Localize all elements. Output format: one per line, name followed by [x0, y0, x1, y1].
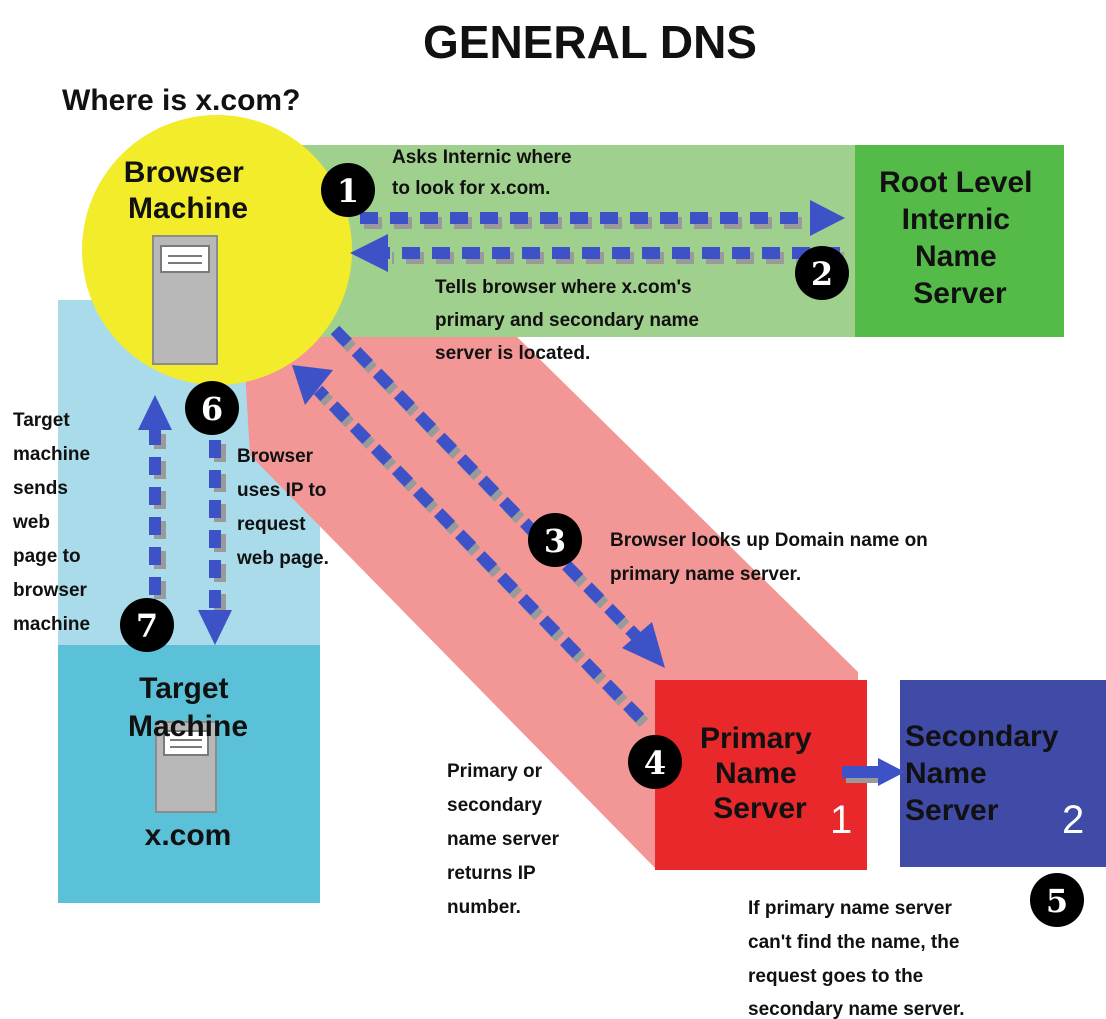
- step-1-caption: Asks Internic where to look for x.com.: [392, 147, 577, 199]
- arrow-root-to-browser: [350, 234, 844, 272]
- step-badge-1: 1: [321, 163, 375, 217]
- step-badge-6: 6: [185, 381, 239, 435]
- target-computer-icon: [155, 721, 217, 813]
- step-badge-7: 7: [120, 598, 174, 652]
- arrow-target-to-browser: [138, 395, 172, 599]
- root-server-label: Root Level Internic Name Server: [879, 166, 1041, 310]
- step-7-caption: Target machine sends web page to browser…: [12, 410, 95, 635]
- step-badge-2: 2: [795, 246, 849, 300]
- svg-text:1: 1: [337, 172, 359, 210]
- target-domain-label: x.com: [145, 819, 232, 852]
- arrow-browser-to-primary: [330, 325, 665, 668]
- step-2-caption: Tells browser where x.com's primary and …: [435, 277, 704, 364]
- step-6-caption: Browser uses IP to request web page.: [236, 446, 332, 569]
- arrow-primary-to-secondary: [842, 758, 905, 786]
- svg-text:7: 7: [136, 607, 158, 645]
- svg-text:2: 2: [811, 255, 833, 293]
- secondary-server-number: 2: [1062, 798, 1084, 842]
- question-text: Where is x.com?: [62, 84, 300, 117]
- arrow-browser-to-root: [360, 200, 845, 236]
- arrow-primary-to-browser: [292, 365, 649, 728]
- step-4-caption: Primary or secondary name server returns…: [447, 761, 564, 918]
- secondary-server-label: Secondary Name Server: [905, 720, 1067, 827]
- svg-text:5: 5: [1046, 882, 1068, 920]
- root-band: [300, 145, 856, 337]
- root-name-server-box: [855, 145, 1064, 337]
- step-badge-5: 5: [1030, 873, 1084, 927]
- browser-machine-label: Browser Machine: [124, 156, 252, 225]
- arrow-browser-to-target: [198, 440, 232, 645]
- svg-text:3: 3: [544, 522, 566, 560]
- step-badge-3: 3: [528, 513, 582, 567]
- primary-name-server-box: [655, 680, 867, 870]
- svg-text:6: 6: [201, 390, 223, 428]
- step-badge-4: 4: [628, 735, 682, 789]
- svg-text:4: 4: [644, 744, 666, 782]
- secondary-name-server-box: [900, 680, 1106, 867]
- primary-server-label: Primary Name Server: [700, 722, 820, 825]
- step-3-caption: Browser looks up Domain name on primary …: [610, 530, 933, 585]
- browser-computer-icon: [152, 235, 218, 365]
- step-5-caption: If primary name server can't find the na…: [748, 898, 965, 1019]
- diagram-title: GENERAL DNS: [423, 16, 757, 68]
- target-machine-label: Target Machine: [128, 672, 248, 743]
- primary-server-number: 1: [830, 798, 852, 842]
